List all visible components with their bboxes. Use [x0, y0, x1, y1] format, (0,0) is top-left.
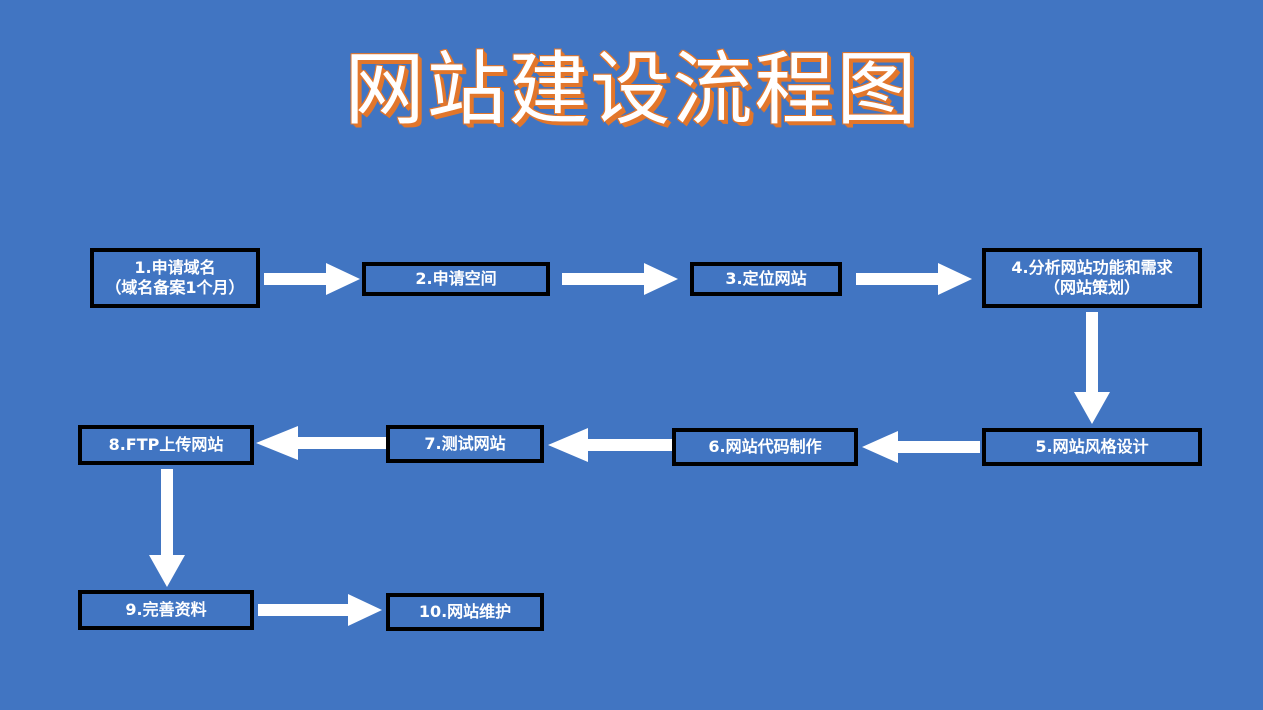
flow-arrow-2-to-3 [562, 263, 678, 295]
flow-arrow-5-to-6 [862, 431, 980, 463]
flow-node-6-line1: 6.网站代码制作 [708, 437, 822, 456]
flow-arrow-1-to-2 [264, 263, 360, 295]
flow-node-3-line1: 3.定位网站 [725, 269, 807, 288]
flow-node-4-line1: 4.分析网站功能和需求 [1011, 258, 1173, 277]
flow-arrow-3-to-4 [856, 263, 972, 295]
flow-node-5-line1: 5.网站风格设计 [1035, 437, 1149, 456]
flow-node-9-line1: 9.完善资料 [125, 600, 207, 619]
flow-node-1-line2: （域名备案1个月） [105, 278, 245, 297]
flow-node-8[interactable]: 8.FTP上传网站 [78, 425, 254, 465]
flow-arrow-9-to-10 [258, 594, 382, 626]
flow-node-2[interactable]: 2.申请空间 [362, 262, 550, 296]
flow-arrow-6-to-7 [548, 428, 672, 462]
flow-arrow-8-to-9 [148, 469, 188, 587]
flow-node-7[interactable]: 7.测试网站 [386, 425, 544, 463]
flow-node-10-line1: 10.网站维护 [418, 602, 512, 621]
flow-node-10[interactable]: 10.网站维护 [386, 593, 544, 631]
flow-node-4-line2: （网站策划） [1043, 278, 1140, 297]
flow-node-5[interactable]: 5.网站风格设计 [982, 428, 1202, 466]
flow-node-7-line1: 7.测试网站 [424, 434, 506, 453]
flow-node-2-line1: 2.申请空间 [415, 269, 497, 288]
flow-node-8-line1: 8.FTP上传网站 [108, 435, 224, 454]
flow-node-4[interactable]: 4.分析网站功能和需求 （网站策划） [982, 248, 1202, 308]
flow-node-6[interactable]: 6.网站代码制作 [672, 428, 858, 466]
flow-node-9[interactable]: 9.完善资料 [78, 590, 254, 630]
flow-node-3[interactable]: 3.定位网站 [690, 262, 842, 296]
flow-node-1[interactable]: 1.申请域名 （域名备案1个月） [90, 248, 260, 308]
flow-arrow-7-to-8 [256, 426, 386, 460]
page-title: 网站建设流程图 [344, 43, 919, 136]
flow-node-1-line1: 1.申请域名 [134, 258, 216, 277]
flow-arrow-4-to-5 [1072, 312, 1112, 424]
